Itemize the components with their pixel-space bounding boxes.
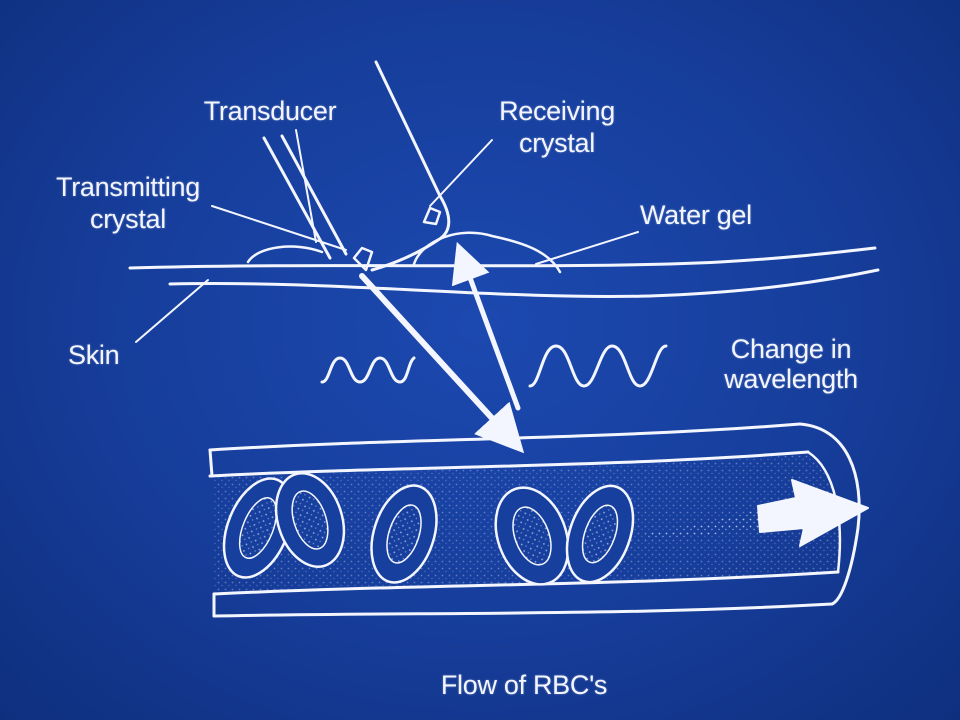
flow-arrow-head — [757, 479, 869, 547]
transmitted-waveform — [320, 356, 416, 384]
vessel-top-outer — [208, 422, 802, 452]
change-in-wavelength-label-line2: wavelength — [724, 364, 858, 394]
transducer-left-probe-1 — [262, 136, 332, 260]
red-blood-cell — [565, 484, 635, 584]
red-blood-cell — [370, 484, 438, 584]
receiving-crystal-label-line2: crystal — [519, 128, 595, 158]
transmitting-crystal — [352, 246, 374, 272]
transmitting-crystal-label-line1: Transmitting — [56, 172, 200, 202]
skin-outer-line — [128, 246, 877, 270]
skin-label: Skin — [68, 340, 120, 370]
change-in-wavelength-label-line1: Change in — [730, 334, 852, 364]
transducer-left-probe-2 — [280, 134, 348, 256]
flow-arrow-tail — [644, 502, 792, 540]
transmitting-crystal-label-line2: crystal — [90, 204, 166, 234]
reflected-beam — [451, 241, 521, 411]
flow-of-rbcs-caption: Flow of RBC's — [440, 670, 608, 700]
received-waveform — [528, 344, 668, 388]
vessel-right-opening — [798, 422, 861, 606]
vessel-top-inner — [208, 450, 810, 478]
skin-inner-line — [168, 268, 880, 299]
red-blood-cell — [494, 486, 570, 586]
red-blood-cell — [222, 477, 294, 579]
transmitting-leader — [211, 205, 347, 251]
water-gel-label: Water gel — [640, 200, 752, 230]
vessel-left-cap — [208, 448, 214, 478]
receiving-crystal-label-line1: Receiving — [499, 96, 615, 126]
receiving-leader — [429, 139, 493, 207]
skin-leader — [135, 279, 209, 343]
vessel-bottom-outer — [212, 602, 834, 618]
transducer-right-probe — [370, 60, 451, 272]
water-gel-left — [246, 245, 324, 264]
transducer-leader — [295, 129, 317, 243]
transducer-label: Transducer — [203, 96, 337, 126]
receiving-crystal — [422, 206, 442, 226]
water-gel-leader — [535, 231, 639, 265]
red-blood-cell — [274, 472, 346, 568]
transmitted-beam — [359, 273, 525, 454]
